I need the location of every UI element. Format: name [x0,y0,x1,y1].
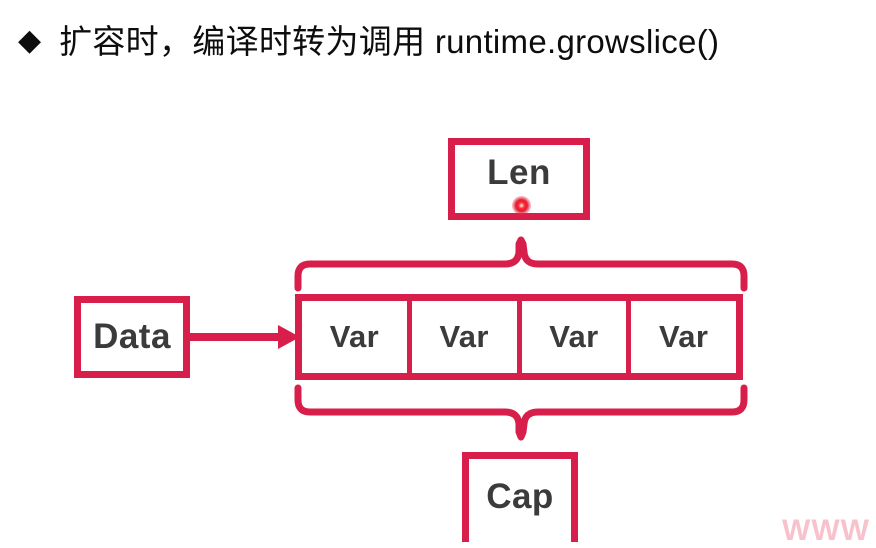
laser-pointer-dot [512,196,531,215]
len-box-label: Len [487,153,551,192]
data-box-label: Data [93,317,171,356]
array-cell-label: Var [549,319,599,354]
array-cell: Var [302,301,412,373]
array-cells-row: Var Var Var Var [295,294,743,380]
slide-title: ◆ 扩容时，编译时转为调用 runtime.growslice() [18,16,868,68]
array-cell-label: Var [659,319,709,354]
data-box: Data [74,296,190,378]
cap-box: Cap [462,452,578,542]
len-curly-brace [294,236,748,292]
array-cell: Var [521,301,632,373]
cap-box-label: Cap [486,476,554,516]
cap-curly-brace [294,384,748,441]
watermark-text: WWW [782,514,870,547]
title-text: 扩容时，编译时转为调用 runtime.growslice() [59,22,720,60]
data-to-array-arrow [190,325,300,349]
array-cell-label: Var [439,319,489,354]
array-cell-label: Var [329,319,379,354]
diamond-bullet-icon: ◆ [18,24,42,57]
array-cell: Var [631,301,736,373]
array-cell: Var [411,301,522,373]
